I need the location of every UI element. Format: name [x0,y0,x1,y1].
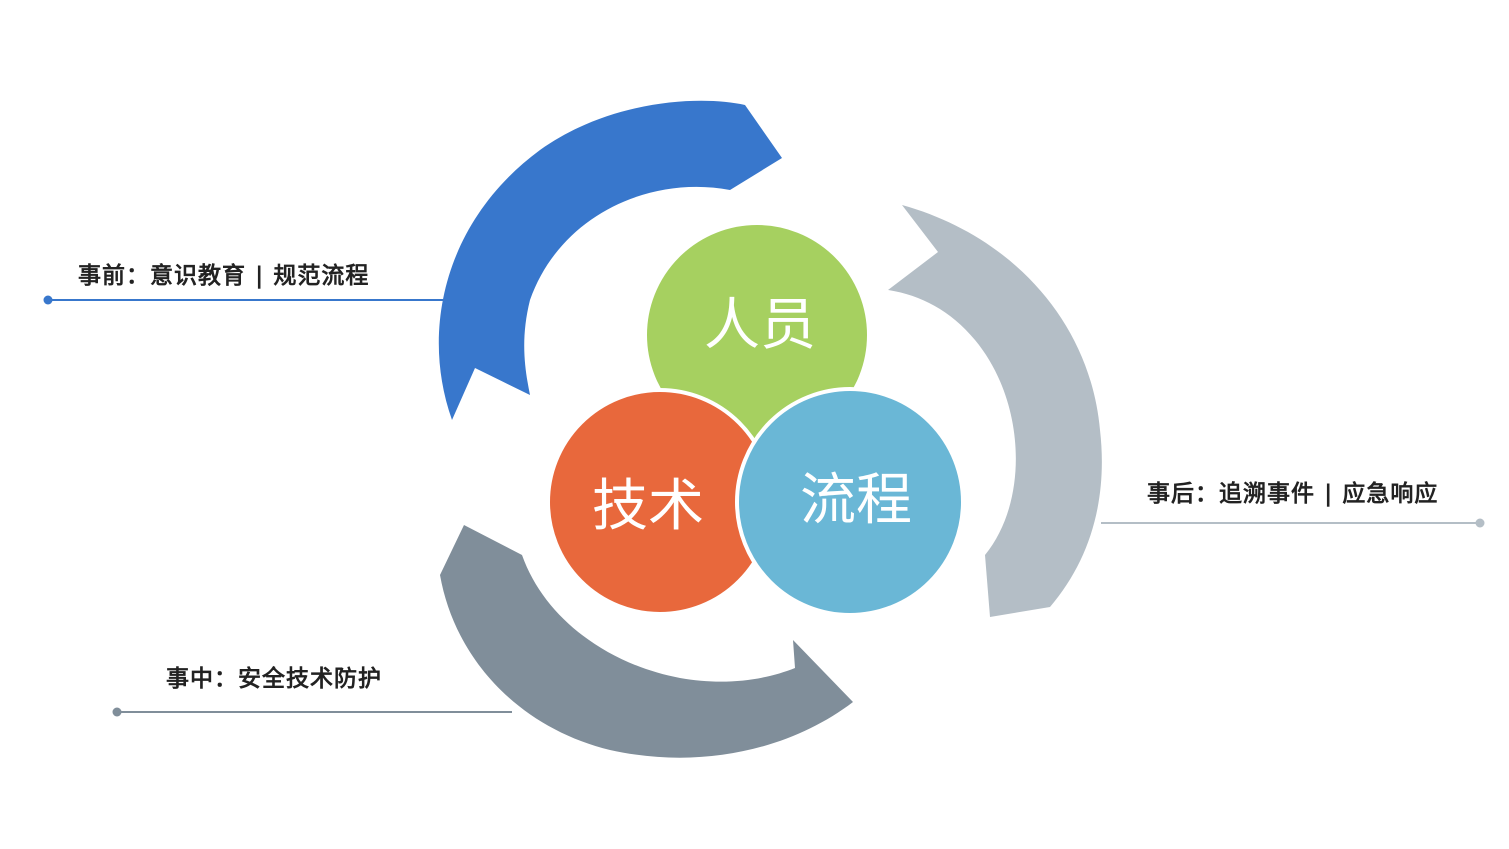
during-arrow [440,525,853,758]
before-arrow [438,100,782,420]
during-leader-dot [112,707,122,717]
during-stage-label: 事中：安全技术防护 [166,666,382,692]
after-stage-label: 事后：追溯事件 | 应急响应 [1147,481,1439,507]
after-arrow [888,205,1102,617]
before-stage-label: 事前：意识教育 | 规范流程 [78,263,370,289]
technology-label: 技术 [592,474,704,539]
people-label: 人员 [704,293,816,358]
process-circle [735,387,965,617]
before-leader-dot [43,295,53,305]
process-label: 流程 [800,468,912,533]
after-leader-dot [1475,518,1485,528]
